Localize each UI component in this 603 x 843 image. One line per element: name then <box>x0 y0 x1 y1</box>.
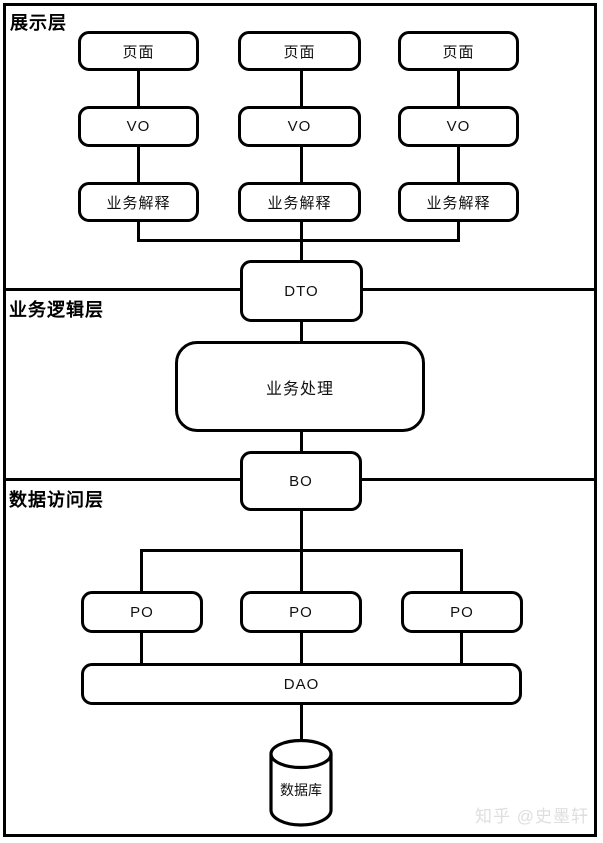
connector-process-bo <box>300 430 303 453</box>
connector-interpret1-merge <box>137 221 140 242</box>
connector-interpret2-dto <box>300 221 303 262</box>
node-vo-1: VO <box>78 106 199 147</box>
layer-label-data: 数据访问层 <box>9 490 104 510</box>
connector-po1-dao <box>140 631 143 665</box>
node-dto: DTO <box>240 260 363 322</box>
node-page-3: 页面 <box>398 31 519 71</box>
node-page-1: 页面 <box>78 31 199 71</box>
node-po-2: PO <box>240 591 362 633</box>
connector-dist-po1 <box>140 549 143 593</box>
database-node: 数据库 <box>268 738 334 828</box>
node-dao: DAO <box>81 663 522 705</box>
connector-page2-vo2 <box>300 70 303 108</box>
connector-interpret3-merge <box>457 221 460 242</box>
database-cylinder-icon <box>269 738 333 827</box>
node-interpret-3: 业务解释 <box>398 182 519 222</box>
node-business-process: 业务处理 <box>175 341 425 432</box>
connector-dist-po3 <box>460 549 463 593</box>
connector-bo-dist <box>300 509 303 552</box>
node-po-3: PO <box>401 591 523 633</box>
diagram-frame <box>3 3 597 837</box>
node-page-2: 页面 <box>238 31 361 71</box>
connector-po3-dao <box>460 631 463 665</box>
distribution-line-to-po <box>140 549 463 552</box>
layer-label-presentation: 展示层 <box>10 13 67 33</box>
connector-vo3-interpret3 <box>457 145 460 183</box>
layer-label-business: 业务逻辑层 <box>9 300 104 320</box>
node-vo-3: VO <box>398 106 519 147</box>
node-vo-2: VO <box>238 106 361 147</box>
node-interpret-2: 业务解释 <box>238 182 361 222</box>
merge-line-to-dto <box>137 239 460 242</box>
connector-vo1-interpret1 <box>137 145 140 183</box>
connector-dto-process <box>300 320 303 343</box>
node-bo: BO <box>240 451 362 511</box>
connector-dao-database <box>300 703 303 745</box>
watermark-text: 知乎 @史墨轩 <box>475 807 589 826</box>
connector-page1-vo1 <box>137 70 140 108</box>
connector-page3-vo3 <box>457 70 460 108</box>
node-interpret-1: 业务解释 <box>78 182 199 222</box>
connector-dist-po2 <box>300 552 303 593</box>
node-po-1: PO <box>81 591 203 633</box>
connector-vo2-interpret2 <box>300 145 303 183</box>
database-label: 数据库 <box>280 782 322 798</box>
connector-po2-dao <box>300 631 303 665</box>
